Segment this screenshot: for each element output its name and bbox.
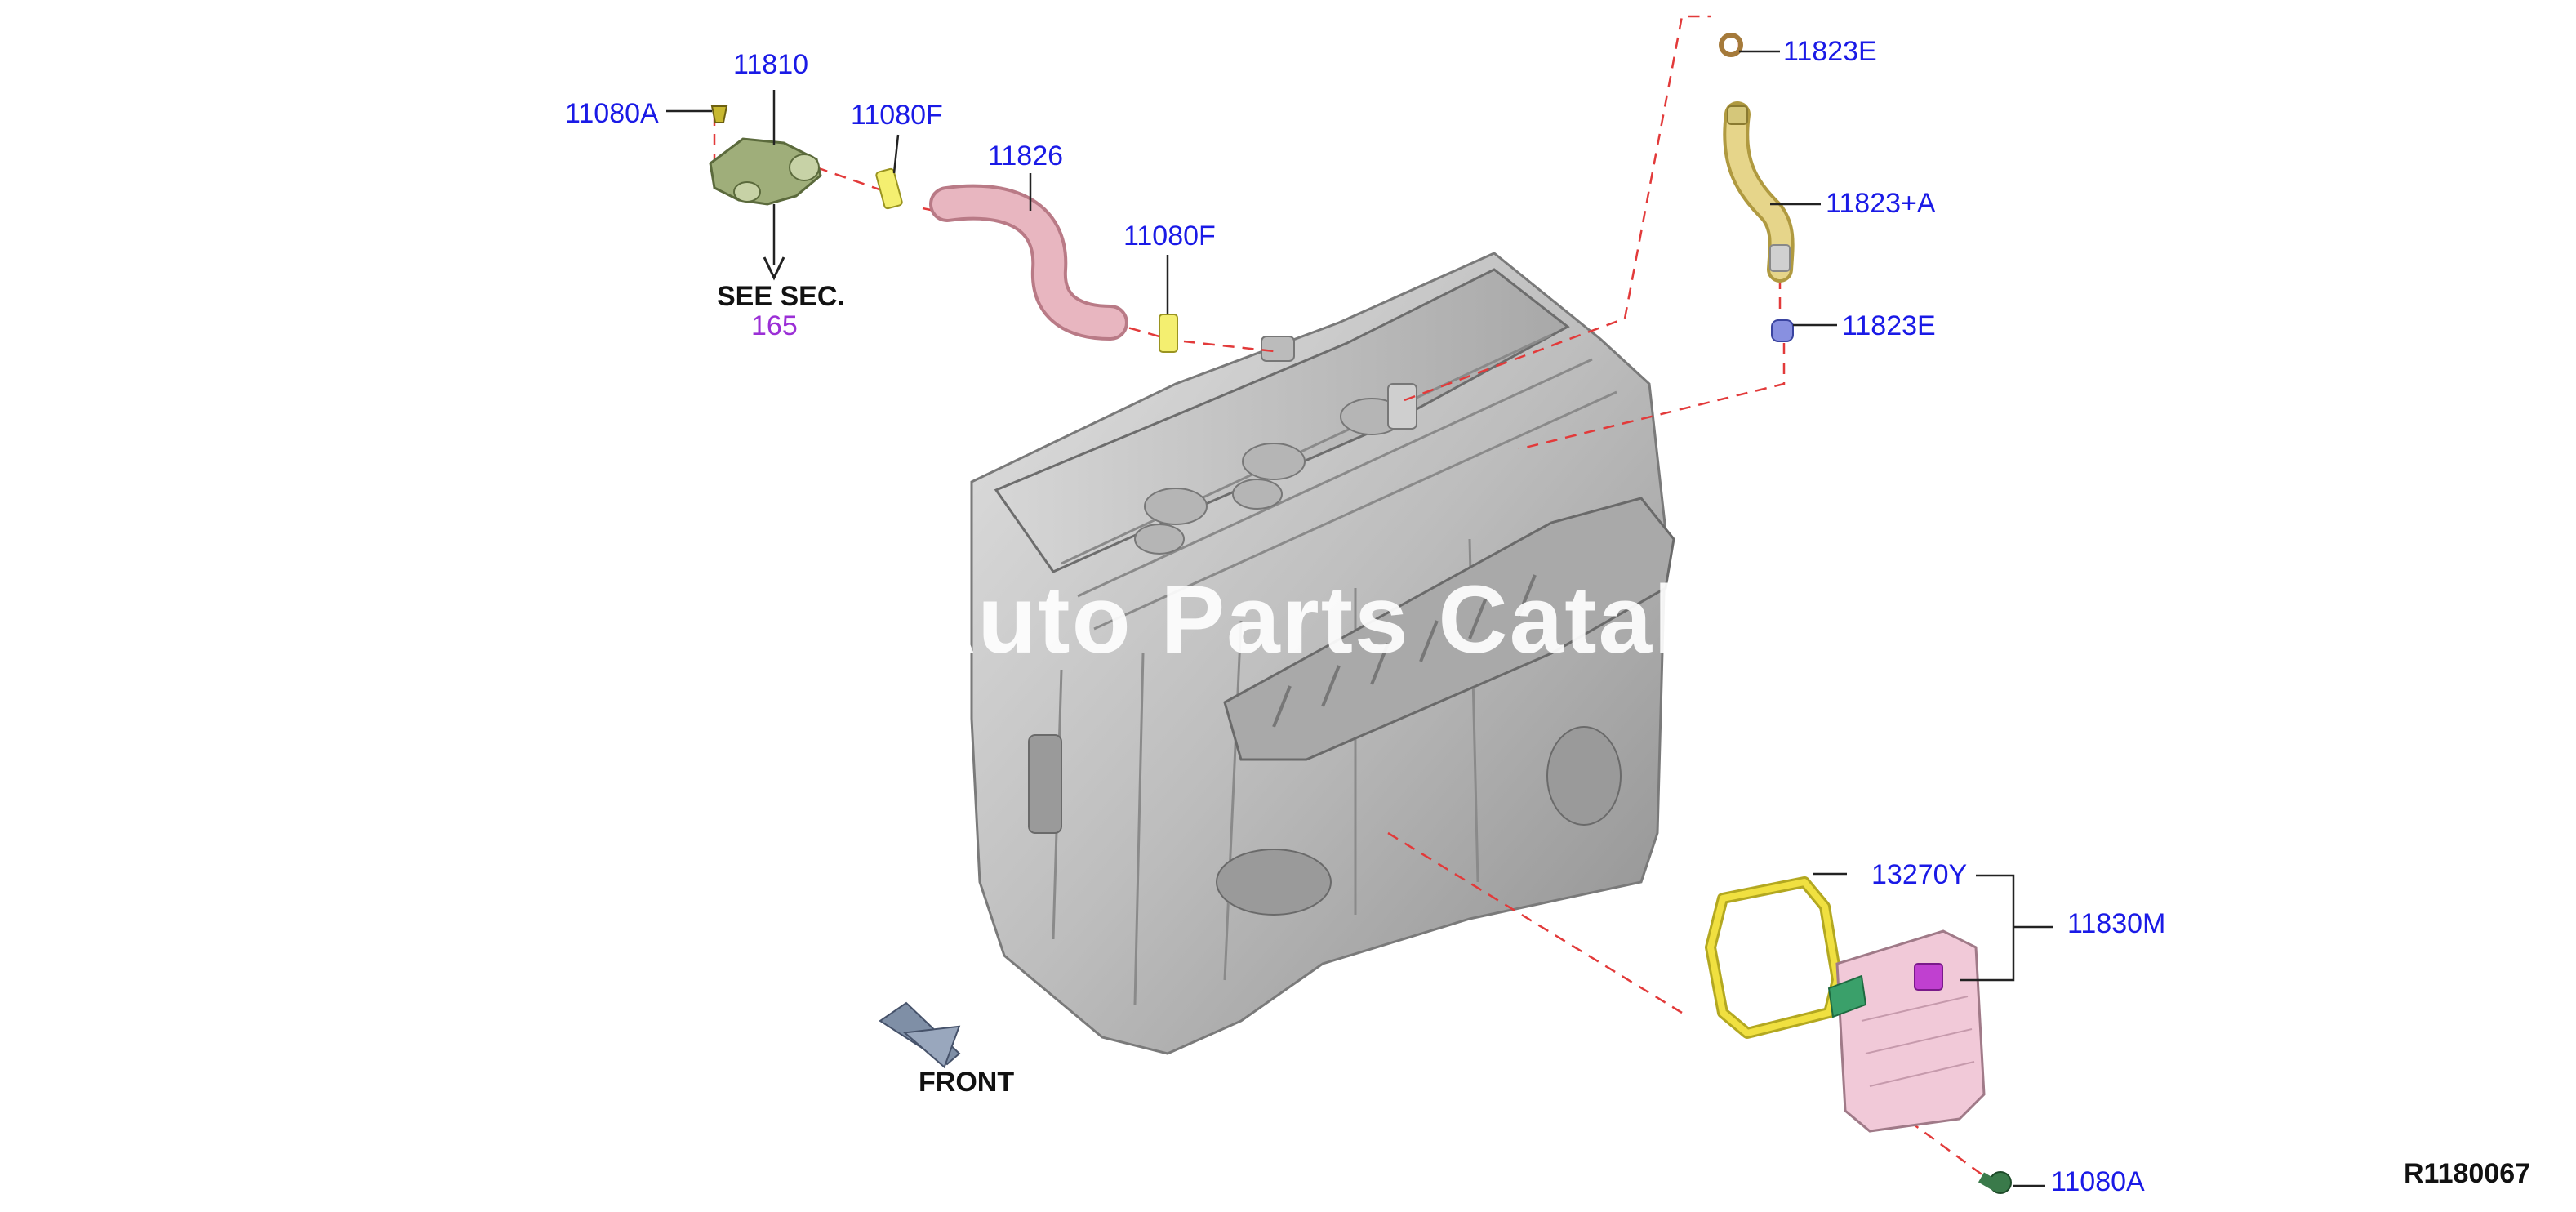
callout-11823E-top[interactable]: 11823E [1783, 36, 1877, 67]
hose-clip-b-part [1159, 314, 1178, 353]
hose-clip-a-part [875, 167, 903, 210]
callout-11823E-bottom[interactable]: 11823E [1842, 310, 1936, 341]
breather-hose-part [1723, 101, 1795, 283]
engine-block [970, 252, 1675, 1055]
gasket-part [1705, 876, 1843, 1039]
thermostat-housing-part [709, 137, 822, 206]
watermark: Auto Parts Catalog [906, 566, 1804, 674]
control-module-part [1827, 929, 1986, 1133]
callout-11080A-top[interactable]: 11080A [565, 98, 659, 129]
callout-13270Y[interactable]: 13270Y [1871, 859, 1968, 890]
leader-lines [666, 50, 2053, 1187]
callout-11080F-a[interactable]: 11080F [851, 100, 943, 131]
front-label: FRONT [919, 1067, 1015, 1098]
callout-11826[interactable]: 11826 [988, 140, 1064, 172]
callout-11810[interactable]: 11810 [733, 49, 809, 80]
arrow-down-icon [763, 256, 785, 281]
callout-11823A[interactable]: 11823+A [1826, 188, 1936, 219]
callout-11080A-bottom[interactable]: 11080A [2051, 1166, 2145, 1197]
water-hose-part [929, 184, 1128, 341]
callout-11830M[interactable]: 11830M [2067, 908, 2166, 939]
hose-clamp-top-part [1719, 33, 1743, 57]
bolt-bottom-part [1978, 1171, 2012, 1194]
hose-clamp-bottom-part [1771, 319, 1794, 342]
front-arrow-icon [879, 1001, 961, 1069]
bolt-top-part [710, 105, 728, 123]
reference-code: R1180067 [2404, 1158, 2531, 1189]
see-section-number[interactable]: 165 [751, 310, 798, 341]
callout-11080F-b[interactable]: 11080F [1123, 221, 1216, 252]
see-section-label: SEE SEC. [717, 281, 845, 312]
